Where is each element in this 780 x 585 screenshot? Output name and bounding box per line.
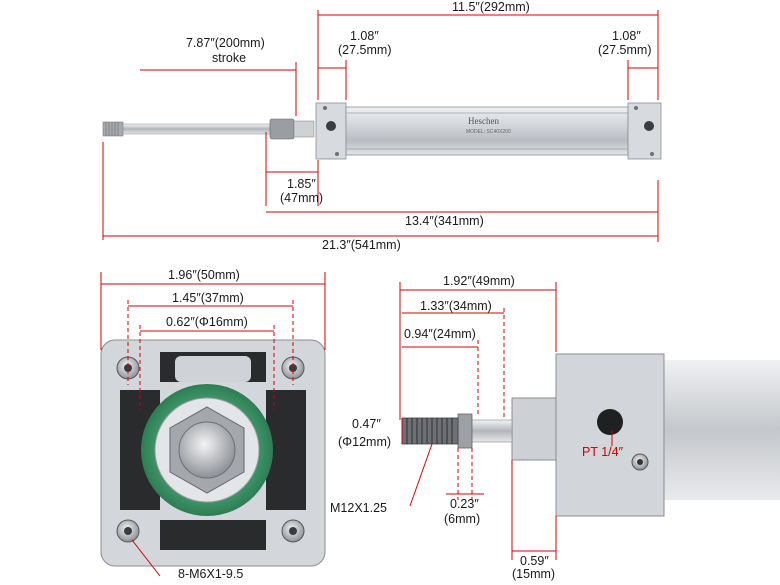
bolt-spacing: 1.45″(37mm): [172, 291, 244, 305]
cylinder-barrel-closeup: [650, 360, 780, 500]
port-thread-label: PT 1/4″: [582, 445, 624, 459]
bolt-thread-spec: 8-M6X1-9.5: [178, 567, 243, 581]
end-view-width: 1.96″(50mm): [168, 268, 240, 282]
front-port-icon: [326, 121, 336, 131]
brand-label: Heschen: [468, 116, 499, 126]
stroke-label: stroke: [212, 51, 246, 65]
rod-diameter: 0.62″(Φ16mm): [166, 315, 248, 329]
cylinder-barrel: [345, 106, 629, 156]
rear-cap-length-mm: (27.5mm): [598, 43, 651, 57]
rod-extension-mm: (47mm): [280, 191, 323, 205]
nut-width-mm: (6mm): [444, 512, 480, 526]
close-up-overall: 1.92″(49mm): [443, 274, 515, 288]
stroke-value: 7.87″(200mm): [186, 36, 265, 50]
rod-end: [178, 421, 236, 479]
thread-closeup: [401, 417, 459, 445]
model-label: MODEL: SC40X200: [466, 129, 511, 135]
port-hole: [597, 409, 623, 435]
nut-width-in: 0.23″: [450, 497, 479, 511]
boss-length-in: 0.59″: [520, 554, 549, 568]
front-cap-length-in: 1.08″: [350, 29, 379, 43]
rod-nut: [269, 118, 295, 140]
end-view-dimensions: 1.96″(50mm) 1.45″(37mm) 0.62″(Φ16mm) 8-M…: [100, 268, 326, 581]
rod-closeup: [469, 419, 513, 443]
retracted-length: 13.4″(341mm): [405, 214, 484, 228]
rear-port-icon: [644, 121, 654, 131]
close-up-mid: 1.33″(34mm): [420, 299, 492, 313]
top-dimensions: 11.5″(292mm) 1.08″ (27.5mm) 1.08″ (27.5m…: [102, 0, 659, 252]
rear-end-cap: [627, 102, 662, 160]
thread-spec: M12X1.25: [330, 501, 387, 515]
thread-diameter-in: 0.47″: [352, 417, 381, 431]
close-up-dimensions: 1.92″(49mm) 1.33″(34mm) 0.94″(24mm) 0.47…: [330, 274, 624, 581]
rear-cap-length-in: 1.08″: [612, 29, 641, 43]
overall-cylinder-length: 11.5″(292mm): [452, 0, 530, 14]
rod-nut-closeup: [457, 413, 473, 449]
end-view: [100, 339, 326, 567]
front-cap-length-mm: (27.5mm): [338, 43, 391, 57]
rod-end-close-up: [401, 353, 780, 517]
rod-extension-in: 1.85″: [287, 177, 316, 191]
close-up-inner: 0.94″(24mm): [404, 327, 476, 341]
cylinder-side-view: Heschen MODEL: SC40X200: [102, 102, 662, 160]
boss-length-mm: (15mm): [512, 567, 555, 581]
extended-length: 21.3″(541mm): [322, 238, 401, 252]
piston-rod: [119, 123, 281, 135]
thread-diameter-mm: (Φ12mm): [338, 435, 391, 449]
